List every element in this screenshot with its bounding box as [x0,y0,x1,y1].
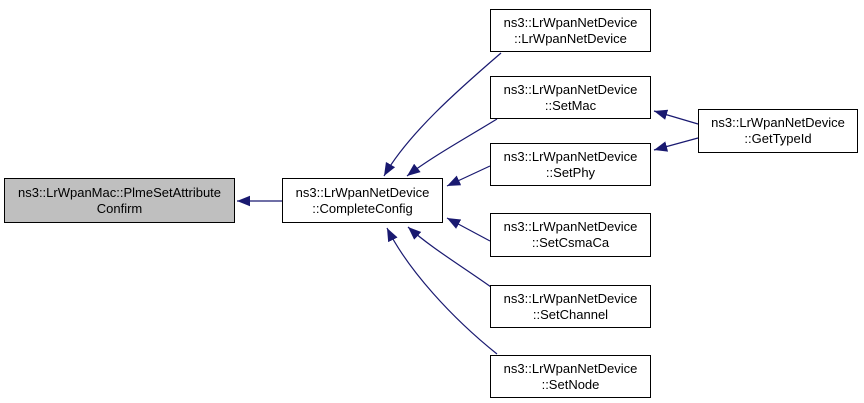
node-label-line2: ::SetPhy [545,164,596,180]
node-label-line2: ::SetNode [541,376,600,392]
node-label-line2: ::GetTypeId [744,131,812,146]
node-set-phy[interactable]: ns3::LrWpanNetDevice ::SetPhy [490,143,651,186]
node-label-line2: ::CompleteConfig [312,200,413,216]
edge-get-type-id-to-set-mac [653,109,699,125]
node-label-line1: ns3::LrWpanMac::PlmeSetAttribute [17,184,222,200]
node-label-line1: ns3::LrWpanNetDevice [711,115,845,130]
node-label-line1: ns3::LrWpanNetDevice [503,14,638,30]
node-label-line2: Confirm [96,200,143,216]
edge-set-node-to-complete-config [386,227,498,355]
node-complete-config[interactable]: ns3::LrWpanNetDevice ::CompleteConfig [282,178,443,223]
node-label-line2: ::SetChannel [532,306,609,322]
node-label-line2: ::LrWpanNetDevice [514,30,627,46]
edge-set-csma-ca-to-complete-config [446,217,491,242]
edge-lrwpan-net-device-constructor-to-complete-config [383,52,502,177]
node-label-line1: ns3::LrWpanNetDevice [503,148,638,164]
edge-set-channel-to-complete-config [407,226,492,288]
node-lrwpan-net-device-constructor[interactable]: ns3::LrWpanNetDevice ::LrWpanNetDevice [490,9,651,52]
node-label-line1: ns3::LrWpanNetDevice [295,184,430,200]
node-label-line1: ns3::LrWpanNetDevice [503,81,638,97]
node-get-type-id[interactable]: ns3::LrWpanNetDevice ::GetTypeId [698,109,858,153]
edge-get-type-id-to-set-phy [653,137,699,152]
node-set-mac[interactable]: ns3::LrWpanNetDevice ::SetMac [490,76,651,119]
node-label-line1: ns3::LrWpanNetDevice [503,290,638,306]
node-set-csma-ca[interactable]: ns3::LrWpanNetDevice ::SetCsmaCa [490,213,651,257]
node-set-channel[interactable]: ns3::LrWpanNetDevice ::SetChannel [490,285,651,328]
node-label-line1: ns3::LrWpanNetDevice [503,219,638,234]
edge-set-mac-to-complete-config [406,118,498,177]
node-label-line2: ::SetCsmaCa [531,235,610,250]
node-label-line1: ns3::LrWpanNetDevice [503,360,638,376]
edge-set-phy-to-complete-config [446,165,491,187]
node-label-line2: ::SetMac [544,97,597,113]
node-set-node[interactable]: ns3::LrWpanNetDevice ::SetNode [490,355,651,398]
node-plme-set-attribute-confirm[interactable]: ns3::LrWpanMac::PlmeSetAttribute Confirm [4,178,235,223]
